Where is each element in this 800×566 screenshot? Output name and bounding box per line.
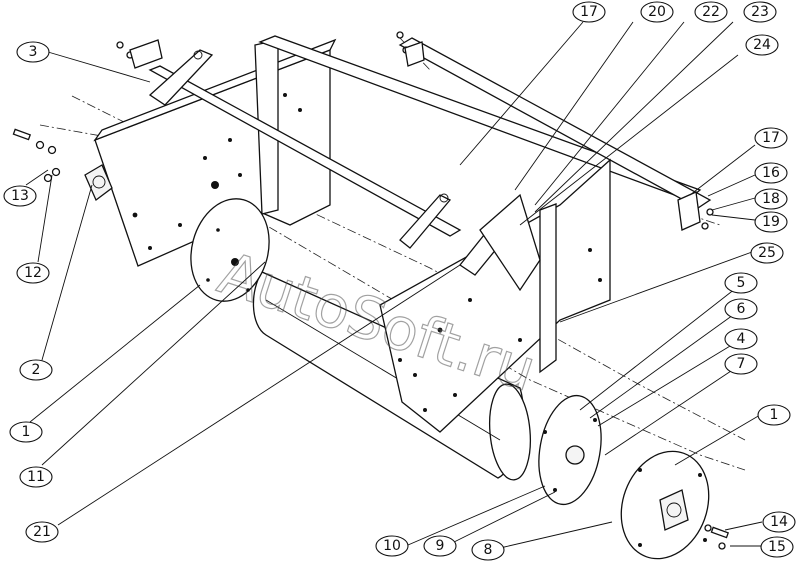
svg-text:15: 15: [768, 539, 786, 555]
svg-text:10: 10: [383, 538, 401, 554]
svg-text:12: 12: [24, 265, 42, 281]
callout-5: 5: [724, 272, 758, 294]
svg-text:17: 17: [580, 4, 598, 20]
pivot-arms: [148, 49, 541, 292]
callout-11: 11: [19, 466, 53, 488]
left-frame-plate: [93, 38, 337, 267]
svg-text:17: 17: [762, 130, 780, 146]
svg-text:8: 8: [484, 542, 493, 558]
svg-text:3: 3: [29, 44, 38, 60]
svg-text:20: 20: [648, 4, 666, 20]
svg-text:1: 1: [770, 407, 779, 423]
callout-19: 19: [754, 211, 788, 233]
svg-text:6: 6: [737, 301, 746, 317]
svg-text:24: 24: [753, 37, 771, 53]
callout-18: 18: [754, 188, 788, 210]
svg-text:18: 18: [762, 191, 780, 207]
svg-text:13: 13: [11, 188, 29, 204]
callout-20: 20: [640, 1, 674, 23]
callout-10: 10: [375, 535, 409, 557]
callout-17-top: 17: [572, 1, 606, 23]
svg-text:11: 11: [27, 469, 45, 485]
callout-2: 2: [19, 359, 53, 381]
callout-25: 25: [750, 242, 784, 264]
callout-14: 14: [762, 511, 796, 533]
callout-1-right: 1: [757, 404, 791, 426]
svg-text:4: 4: [737, 331, 746, 347]
callout-15: 15: [760, 536, 794, 558]
callout-12: 12: [16, 262, 50, 284]
svg-text:21: 21: [33, 524, 51, 540]
left-bearing-unit: [84, 164, 113, 202]
svg-text:23: 23: [751, 4, 769, 20]
inner-right-flange-disc: [538, 394, 602, 506]
callout-4: 4: [724, 328, 758, 350]
callout-7: 7: [724, 353, 758, 375]
svg-text:2: 2: [32, 362, 41, 378]
svg-text:5: 5: [737, 275, 746, 291]
svg-text:9: 9: [436, 538, 445, 554]
callout-8: 8: [471, 539, 505, 561]
callout-9: 9: [423, 535, 457, 557]
outer-right-flange-disc: [620, 450, 710, 560]
leader-lines: [25, 21, 763, 549]
left-plate-holes: [132, 93, 312, 250]
callout-17-right: 17: [754, 127, 788, 149]
callout-1-left: 1: [9, 421, 43, 443]
svg-text:14: 14: [770, 514, 788, 530]
callout-24: 24: [745, 34, 779, 56]
svg-text:22: 22: [702, 4, 720, 20]
drum-cylinder: [252, 271, 532, 481]
callout-3: 3: [16, 41, 50, 63]
callout-13: 13: [3, 185, 37, 207]
svg-text:25: 25: [758, 245, 776, 261]
right-frame-plate: [379, 158, 611, 433]
callout-22: 22: [694, 1, 728, 23]
callout-21: 21: [25, 521, 59, 543]
svg-text:16: 16: [762, 165, 780, 181]
svg-text:7: 7: [737, 356, 746, 372]
svg-text:19: 19: [762, 214, 780, 230]
callout-23: 23: [743, 1, 777, 23]
right-plate-holes: [398, 248, 602, 412]
callout-16: 16: [754, 162, 788, 184]
callout-6: 6: [724, 298, 758, 320]
svg-text:1: 1: [22, 424, 31, 440]
